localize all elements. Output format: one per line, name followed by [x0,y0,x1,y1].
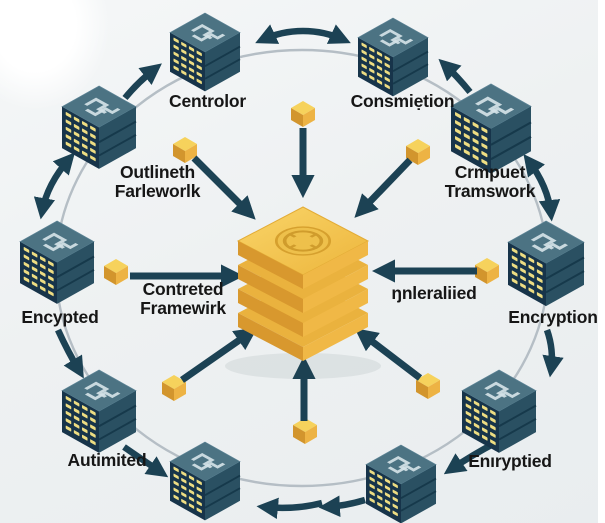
arrow-southwest-in [180,327,258,383]
center-arrows [130,128,477,421]
data-cube-south [293,418,317,444]
node-cube-left [20,221,94,304]
stack-shadow [225,353,381,379]
node-cube-bottom-left [62,370,136,453]
arrow-top-bidirectional [255,24,351,44]
arrow-northeast-in [354,157,413,218]
node-cube-top-right [358,18,428,96]
flow-label-center-right: ŋnleraliied [391,283,477,303]
node-label-upper-right: Crmpuet Tramswork [444,162,536,201]
arrow-southeast-in [354,328,423,381]
arrow-upperleft-to-topleft [122,63,162,101]
data-cube-north [291,101,315,127]
arrow-upperright-to-topright [438,58,473,95]
node-cube-upper-left [62,86,136,169]
arrow-bottomleft-to-bottomcenter [122,444,169,478]
coin-emblem-icon [274,226,332,256]
background-edge-strip [598,0,605,523]
arrow-bottom-left-flow-2 [318,495,366,517]
node-label-top-left: Centrolor [169,91,246,111]
arrow-right-bidirectional [523,154,561,222]
golden-ledger-stack [225,206,381,379]
arrow-left-bidirectional [33,152,75,220]
flow-label-center-left: Contreted Framewirk [140,279,226,318]
arrow-northwest-in [191,155,256,220]
ring-arrows [33,24,564,520]
node-label-upper-left: Outlineth Farleworlk [114,162,201,201]
arrow-left-to-bottomleft [55,328,84,379]
node-cube-bottom-center-left [170,442,240,520]
node-label-bottom-left: Autimited [67,450,147,470]
node-label-top-right: Consmiẹtion [350,91,455,111]
arrow-bottom-left-flow [256,497,323,520]
node-cube-bottom-right [462,370,536,453]
node-label-left: Encypted [21,307,99,327]
arrow-right-to-bottomright [542,328,564,378]
node-cube-right [508,221,584,306]
node-label-bottom-right: Enıryptied [468,451,552,471]
data-cube-east [475,258,499,284]
node-label-right: Encryption [508,307,598,327]
